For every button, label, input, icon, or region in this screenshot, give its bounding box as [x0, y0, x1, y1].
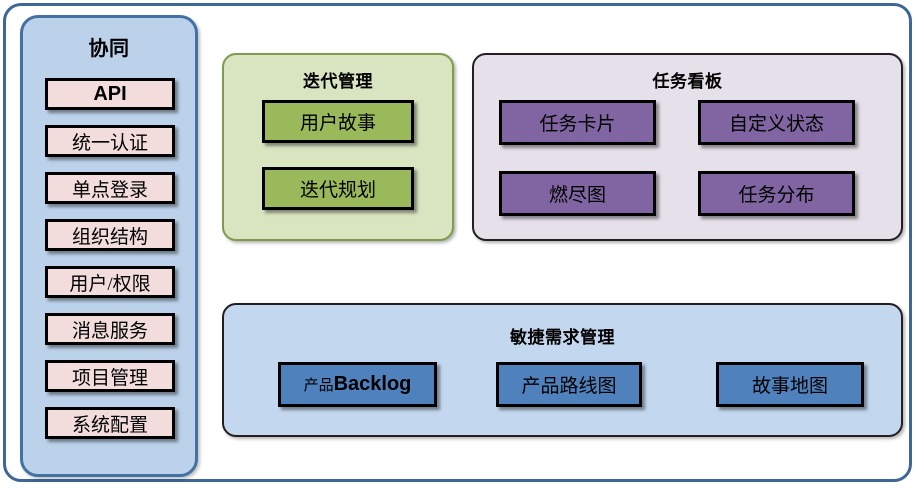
collab-item-message-service[interactable]: 消息服务: [45, 313, 175, 345]
collab-item-message-service-label: 消息服务: [71, 320, 148, 342]
taskboard-item-custom-status-label: 自定义状态: [728, 114, 824, 135]
collab-item-org-structure[interactable]: 组织结构: [45, 219, 175, 251]
collab-item-user-permission-label: 用户/权限: [69, 273, 151, 295]
panel-task-board-title: 任务看板: [652, 72, 723, 91]
collab-item-api[interactable]: API: [45, 78, 175, 110]
collab-item-project-management-label: 项目管理: [71, 367, 148, 389]
agile-item-product-backlog-label-cjk: 产品: [303, 378, 334, 394]
collab-item-unified-auth-label: 统一认证: [71, 132, 148, 154]
agile-item-product-roadmap-label: 产品路线图: [521, 376, 617, 397]
panel-iteration-management-title: 迭代管理: [303, 72, 373, 91]
iteration-item-iteration-plan[interactable]: 迭代规划: [262, 167, 414, 210]
agile-item-story-map-label: 故事地图: [751, 376, 828, 397]
collab-item-user-permission[interactable]: 用户/权限: [45, 266, 175, 298]
taskboard-item-task-distribution-label: 任务分布: [738, 185, 815, 206]
taskboard-item-task-card[interactable]: 任务卡片: [499, 100, 656, 145]
panel-iteration-management[interactable]: 迭代管理 用户故事 迭代规划: [222, 53, 454, 241]
collab-item-system-config-label: 系统配置: [71, 414, 148, 436]
collab-item-api-label: API: [93, 82, 127, 105]
taskboard-item-burndown-chart[interactable]: 燃尽图: [499, 171, 656, 216]
agile-item-product-roadmap[interactable]: 产品路线图: [496, 362, 642, 407]
diagram-outer-frame: 协同 API 统一认证 单点登录 组织结构 用户/权限 消息服务 项目管理 系统…: [3, 3, 912, 482]
collab-item-org-structure-label: 组织结构: [71, 226, 148, 248]
taskboard-item-custom-status[interactable]: 自定义状态: [698, 100, 855, 145]
panel-agile-requirement-management-title: 敏捷需求管理: [510, 328, 615, 347]
collab-item-system-config[interactable]: 系统配置: [45, 407, 175, 439]
collab-item-sso-label: 单点登录: [71, 179, 148, 201]
taskboard-item-burndown-chart-label: 燃尽图: [548, 185, 606, 206]
collab-item-project-management[interactable]: 项目管理: [45, 360, 175, 392]
collab-item-sso[interactable]: 单点登录: [45, 172, 175, 204]
panel-collaboration[interactable]: 协同 API 统一认证 单点登录 组织结构 用户/权限 消息服务 项目管理 系统…: [20, 15, 198, 477]
agile-item-story-map[interactable]: 故事地图: [716, 362, 864, 407]
panel-task-board[interactable]: 任务看板 任务卡片 自定义状态 燃尽图 任务分布: [472, 53, 903, 241]
taskboard-item-task-distribution[interactable]: 任务分布: [698, 171, 855, 216]
agile-item-product-backlog-label-latin: Backlog: [333, 373, 412, 395]
iteration-item-iteration-plan-label: 迭代规划: [299, 180, 376, 201]
iteration-item-user-story[interactable]: 用户故事: [262, 100, 414, 143]
collab-item-unified-auth[interactable]: 统一认证: [45, 125, 175, 157]
taskboard-item-task-card-label: 任务卡片: [539, 114, 616, 135]
panel-collaboration-title: 协同: [88, 38, 130, 60]
iteration-item-user-story-label: 用户故事: [299, 113, 376, 134]
